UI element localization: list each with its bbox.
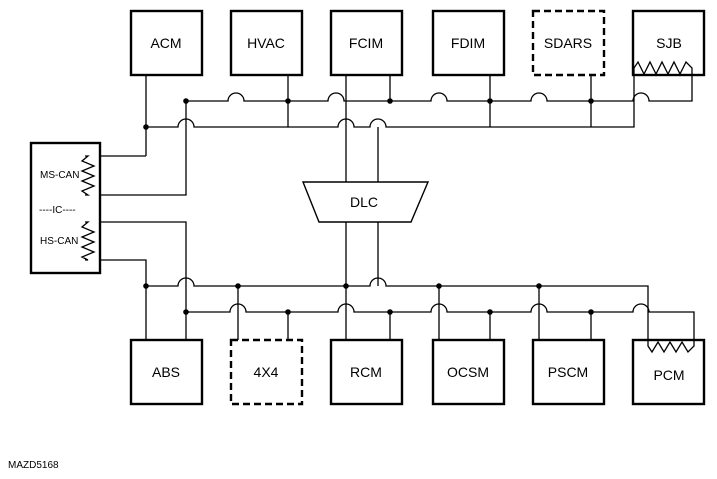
ic-hs-can-label: HS-CAN	[40, 236, 78, 247]
module-sdars-box	[531, 9, 606, 77]
junction-dot	[143, 283, 149, 289]
module-acm: ACM	[129, 9, 204, 77]
module-ocsm-label: OCSM	[447, 364, 489, 380]
module-fcim-label: FCIM	[349, 35, 383, 51]
module-rcm-label: RCM	[350, 364, 382, 380]
module-fdim-box	[431, 9, 506, 77]
module-ocsm: OCSM	[431, 338, 506, 406]
junction-dot	[143, 124, 149, 130]
ic-hs-can-upper-wire	[100, 221, 187, 340]
ic-hs-can-resistor-icon	[80, 221, 96, 261]
module-sjb: SJB	[631, 9, 706, 77]
ic-box	[29, 141, 102, 275]
module-pcm-box	[631, 338, 706, 406]
module-fcim-box	[329, 9, 404, 77]
junction-dots	[143, 98, 594, 315]
module-abs: ABS	[129, 338, 204, 406]
dlc-label: DLC	[350, 194, 378, 210]
module-abs-box	[129, 338, 204, 406]
junction-dot	[183, 309, 189, 315]
junction-dot	[285, 98, 291, 104]
ms-can-bus-line-a	[186, 75, 693, 102]
module-hvac-box	[229, 9, 304, 77]
module-acm-box	[129, 9, 204, 77]
module-hvac: HVAC	[229, 9, 304, 77]
module-sjb-box	[631, 9, 706, 77]
junction-dot	[183, 98, 189, 104]
module-rcm: RCM	[329, 338, 404, 406]
ic-ms-can-resistor-icon	[80, 155, 96, 196]
module-pcm: PCM	[631, 338, 706, 406]
module-abs-label: ABS	[152, 364, 180, 380]
dlc-connector: DLC	[301, 181, 430, 223]
hs-can-bus-line-a	[146, 277, 649, 340]
module-rcm-box	[329, 338, 404, 406]
instrument-cluster: MS-CAN ----IC---- HS-CAN	[29, 141, 102, 275]
hs-can-bus-line-b	[186, 303, 695, 340]
ic-ms-can-label: MS-CAN	[40, 170, 79, 181]
module-sdars: SDARS	[531, 9, 606, 77]
module-pscm-box	[531, 338, 606, 406]
sjb-termination-resistor-icon	[633, 60, 693, 76]
ic-hs-can-lower-wire	[100, 259, 147, 340]
junction-dot	[387, 98, 393, 104]
dlc-box	[301, 181, 430, 223]
module-4x4-label: 4X4	[254, 364, 279, 380]
junction-dot	[285, 309, 291, 315]
junction-dot	[487, 98, 493, 104]
bottom-modules: ABS 4X4 RCM OCSM PSCM PCM	[129, 338, 706, 406]
module-fcim: FCIM	[329, 9, 404, 77]
junction-dot	[235, 283, 241, 289]
pcm-termination-resistor-icon	[647, 340, 695, 354]
junction-dot	[588, 98, 594, 104]
junction-dot	[343, 283, 349, 289]
junction-dot	[536, 283, 542, 289]
junction-dot	[588, 309, 594, 315]
junction-dot	[436, 283, 442, 289]
junction-dot	[387, 309, 393, 315]
module-sdars-label: SDARS	[544, 35, 592, 51]
module-hvac-label: HVAC	[247, 35, 285, 51]
module-pscm-label: PSCM	[548, 364, 588, 380]
figure-code: MAZD5168	[8, 460, 59, 471]
module-fdim-label: FDIM	[451, 35, 485, 51]
junction-dot	[487, 309, 493, 315]
module-pscm: PSCM	[531, 338, 606, 406]
ic-ms-can-lower-wire	[100, 101, 187, 196]
module-sjb-label: SJB	[656, 35, 682, 51]
ic-label: ----IC----	[39, 205, 76, 216]
module-acm-label: ACM	[150, 35, 181, 51]
module-pcm-label: PCM	[653, 367, 684, 383]
module-4x4-box	[229, 338, 304, 406]
module-ocsm-box	[431, 338, 506, 406]
wiring	[100, 75, 695, 340]
module-4x4: 4X4	[229, 338, 304, 406]
top-modules: ACM HVAC FCIM FDIM SDARS SJB	[129, 9, 706, 77]
module-fdim: FDIM	[431, 9, 506, 77]
